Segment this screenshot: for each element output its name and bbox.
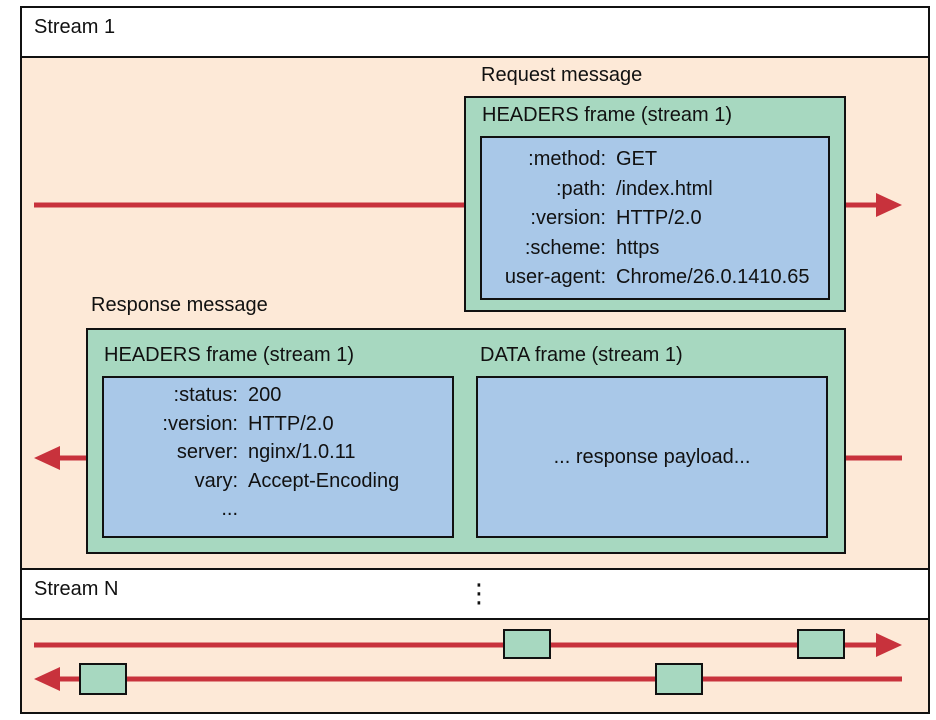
response-frames: HEADERS frame (stream 1) :status: 200 :ver… <box>86 328 846 554</box>
stream-n-frame-2 <box>797 629 845 659</box>
request-header-key: :path: <box>555 177 606 200</box>
request-header-row: :version: HTTP/2.0 <box>482 205 828 231</box>
response-header-value: Accept-Encoding <box>248 469 400 492</box>
response-header-value: nginx/1.0.11 <box>248 441 356 463</box>
response-headers-frame-title: HEADERS frame (stream 1) <box>104 344 355 366</box>
response-header-key: server: <box>176 441 238 463</box>
request-header-value: Chrome/26.0.1410.65 <box>616 266 810 288</box>
data-frame-title: DATA frame (stream 1) <box>480 344 683 366</box>
stream-n-title: Stream N <box>34 578 119 600</box>
response-header-key: vary: <box>194 469 238 492</box>
request-header-value: HTTP/2.0 <box>616 207 702 229</box>
response-arrow-head <box>34 446 60 470</box>
request-header-key: :version: <box>530 207 606 229</box>
request-headers-frame: HEADERS frame (stream 1) :method: GET :pat… <box>464 96 846 312</box>
request-header-row: :path: /index.html <box>482 176 828 202</box>
stream-n-band: Stream N <box>20 568 930 620</box>
response-payload: ... response payload... <box>553 445 751 468</box>
request-header-row: :scheme: https <box>482 235 828 261</box>
response-header-row: vary: Accept-Encoding <box>104 468 452 494</box>
response-headers-block: :status: 200 :version: HTTP/2.0 server: nginx… <box>102 376 454 538</box>
request-header-value: /index.html <box>616 177 713 200</box>
request-message-label: Request message <box>481 64 643 86</box>
response-header-row: ... <box>104 496 452 522</box>
request-header-row: user-agent: Chrome/26.0.1410.65 <box>482 264 828 290</box>
response-header-row: :status: 200 <box>104 382 452 408</box>
request-header-key: user-agent: <box>504 266 606 288</box>
request-header-row: :method: GET <box>482 146 828 172</box>
vertical-ellipsis: ⋮ <box>466 578 492 608</box>
stream-n-left-arrow-head <box>34 667 60 691</box>
request-header-key: :method: <box>528 148 606 170</box>
request-header-key: :scheme: <box>524 236 606 259</box>
request-headers-frame-title: HEADERS frame (stream 1) <box>482 104 733 126</box>
response-header-key: ... <box>221 498 238 520</box>
stream-n-frame-4 <box>655 663 703 695</box>
response-header-value: HTTP/2.0 <box>248 412 334 435</box>
request-header-value: https <box>616 236 660 259</box>
request-headers-block: :method: GET :path: /index.html :version: HTT… <box>480 136 830 300</box>
response-header-value: 200 <box>248 384 282 406</box>
stream-n-right-arrow-head <box>876 633 902 657</box>
request-arrow-head <box>876 193 902 217</box>
response-header-row: server: nginx/1.0.11 <box>104 439 452 465</box>
stream-1-band: Stream 1 <box>20 6 930 58</box>
request-header-value: GET <box>616 148 658 170</box>
response-header-row: :version: HTTP/2.0 <box>104 411 452 437</box>
data-frame-block: ... response payload... <box>476 376 828 538</box>
response-message-label: Response message <box>91 294 268 316</box>
stream-n-frame-1 <box>503 629 551 659</box>
response-header-key: :version: <box>162 412 238 435</box>
response-header-key: :status: <box>173 384 238 406</box>
stream-n-frame-3 <box>79 663 127 695</box>
stream-1-title: Stream 1 <box>34 16 116 38</box>
